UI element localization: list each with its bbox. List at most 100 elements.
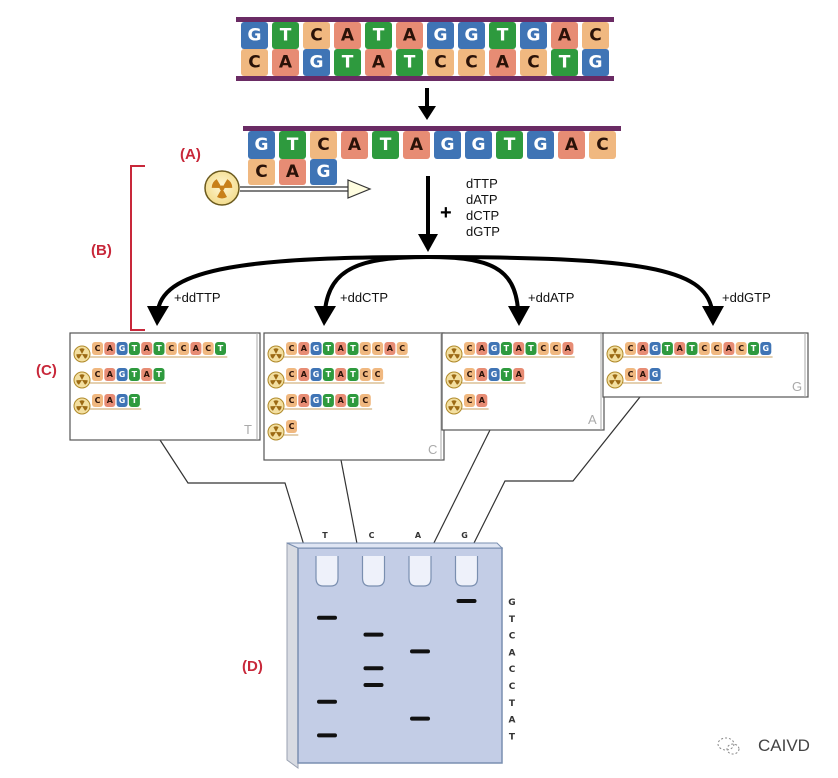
svg-text:C: C [701, 344, 707, 353]
radiation-icon [267, 345, 285, 363]
radiation-icon [445, 371, 463, 389]
gel-lane-label: C [369, 531, 375, 540]
fragment-base-T: T [347, 368, 359, 381]
fragment-base-C: C [92, 342, 103, 355]
svg-text:C: C [596, 135, 608, 155]
fragment-base-C: C [464, 394, 475, 407]
primer-base-G: G [310, 159, 337, 185]
label-ddatp: +ddATP [528, 290, 574, 305]
panel-lane-letter: C [428, 442, 437, 457]
base-bottom-T: T [551, 49, 578, 76]
fragment-base-G: G [649, 342, 661, 355]
template-base-G: G [465, 131, 492, 159]
svg-text:A: A [338, 396, 345, 405]
backbone-template [243, 126, 621, 131]
svg-text:C: C [289, 422, 295, 431]
fragment-base-T: T [500, 342, 512, 355]
fragment-base-A: A [384, 342, 396, 355]
svg-text:G: G [465, 26, 479, 46]
base-top-T: T [489, 22, 516, 49]
fragment-base-A: A [141, 342, 153, 355]
template-base-G: G [527, 131, 554, 159]
arrowhead-ddatp [508, 306, 530, 326]
svg-text:C: C [310, 26, 322, 46]
svg-text:C: C [628, 344, 634, 353]
fragment-base-C: C [464, 368, 475, 381]
svg-text:A: A [479, 344, 486, 353]
svg-text:A: A [279, 53, 293, 73]
gel-band [363, 632, 384, 637]
base-top-G: G [520, 22, 547, 49]
svg-text:G: G [589, 53, 603, 73]
radiation-icon [267, 371, 285, 389]
svg-text:T: T [404, 53, 416, 73]
fragment-base-C: C [698, 342, 710, 355]
arrow-ddgtp [427, 255, 714, 311]
backbone-top [236, 17, 614, 22]
fragment: C [267, 420, 299, 441]
svg-text:A: A [301, 344, 308, 353]
radiation-icon [606, 345, 624, 363]
svg-text:C: C [467, 370, 473, 379]
svg-text:T: T [504, 344, 510, 353]
label-c: (C) [36, 362, 57, 379]
fragment-base-G: G [649, 368, 661, 381]
fragment-base-C: C [359, 342, 371, 355]
fragment-base-T: T [661, 342, 673, 355]
arrowhead-ddctp [314, 306, 336, 326]
fragment-base-G: G [488, 342, 500, 355]
svg-text:C: C [553, 344, 559, 353]
template-base-T: T [279, 131, 306, 159]
svg-text:A: A [403, 26, 417, 46]
base-top-C: C [303, 22, 330, 49]
svg-text:T: T [156, 370, 162, 379]
label-a: (A) [180, 146, 201, 163]
template-base-A: A [403, 131, 430, 159]
fragment-base-G: G [116, 342, 128, 355]
primer-arrow-head [347, 179, 372, 199]
svg-text:T: T [326, 396, 332, 405]
svg-text:C: C [289, 344, 295, 353]
fragment-base-T: T [153, 342, 165, 355]
fragment-base-G: G [310, 368, 322, 381]
svg-text:A: A [301, 370, 308, 379]
svg-text:G: G [534, 135, 548, 155]
base-top-A: A [396, 22, 423, 49]
fragment-base-T: T [347, 342, 359, 355]
svg-text:T: T [132, 370, 138, 379]
reagent-dctp: dCTP [466, 208, 499, 223]
template-base-A: A [558, 131, 585, 159]
base-bottom-A: A [272, 49, 299, 76]
gel-band [363, 683, 384, 687]
gel-top [286, 542, 504, 549]
panel-lane-letter: A [588, 412, 597, 427]
fragment-base-C: C [359, 394, 371, 407]
gel-band [363, 666, 384, 671]
gel-band [317, 615, 337, 620]
fragment-base-A: A [476, 394, 488, 407]
fragment-base-A: A [104, 342, 116, 355]
radiation-icon [267, 423, 285, 441]
template-base-A: A [341, 131, 368, 159]
fragment-base-C: C [372, 368, 384, 381]
fragment-base-C: C [464, 342, 475, 355]
svg-text:G: G [313, 344, 320, 353]
svg-text:T: T [218, 344, 224, 353]
svg-text:C: C [95, 370, 101, 379]
svg-text:C: C [738, 344, 744, 353]
split-arrows [156, 255, 714, 311]
svg-text:G: G [119, 396, 126, 405]
fragment-base-A: A [335, 368, 347, 381]
bracket-b [130, 165, 145, 331]
backbone-bottom [236, 76, 614, 81]
gel-band [410, 716, 430, 721]
svg-text:A: A [410, 135, 424, 155]
gel-band [317, 733, 337, 738]
svg-text:G: G [441, 135, 455, 155]
base-top-A: A [334, 22, 361, 49]
svg-text:C: C [434, 53, 446, 73]
